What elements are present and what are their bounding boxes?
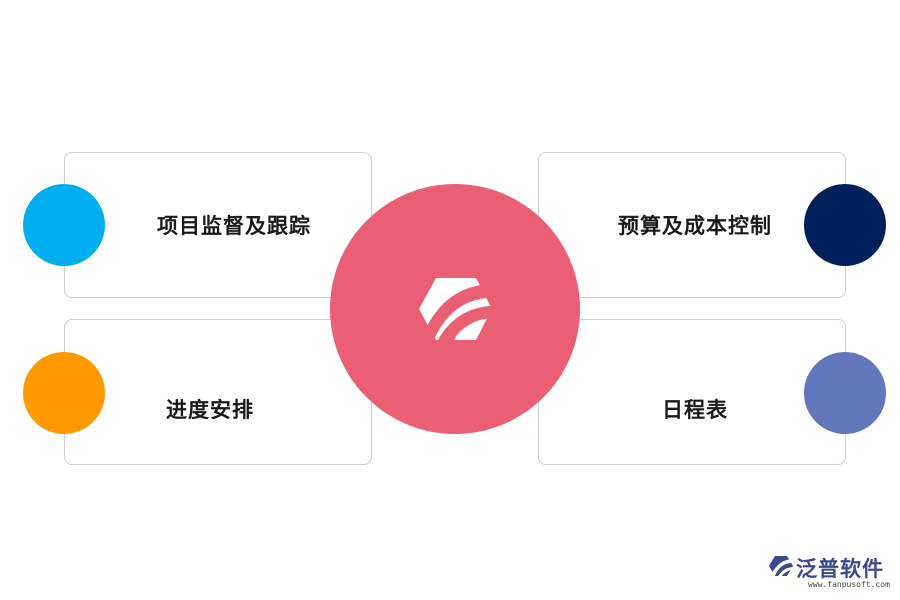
dot-periwinkle (804, 352, 886, 434)
watermark-brand: 泛普软件 (796, 557, 884, 581)
card-budget-cost-control (538, 152, 846, 298)
dot-orange (23, 352, 105, 434)
watermark-url: www.fanpusoft.com (808, 580, 890, 589)
label-project-monitoring: 项目监督及跟踪 (157, 214, 311, 238)
watermark: 泛普软件 www.fanpusoft.com (768, 553, 893, 597)
label-schedule-arrangement: 进度安排 (166, 398, 254, 422)
fanpu-logo-icon (419, 278, 494, 340)
label-budget-cost-control: 预算及成本控制 (618, 214, 772, 238)
dot-navy (804, 184, 886, 266)
dot-blue (23, 184, 105, 266)
label-calendar: 日程表 (662, 398, 728, 422)
card-project-monitoring (64, 152, 372, 298)
fanpu-brand-icon (769, 556, 794, 576)
card-calendar (538, 319, 846, 465)
card-schedule-arrangement (64, 319, 372, 465)
